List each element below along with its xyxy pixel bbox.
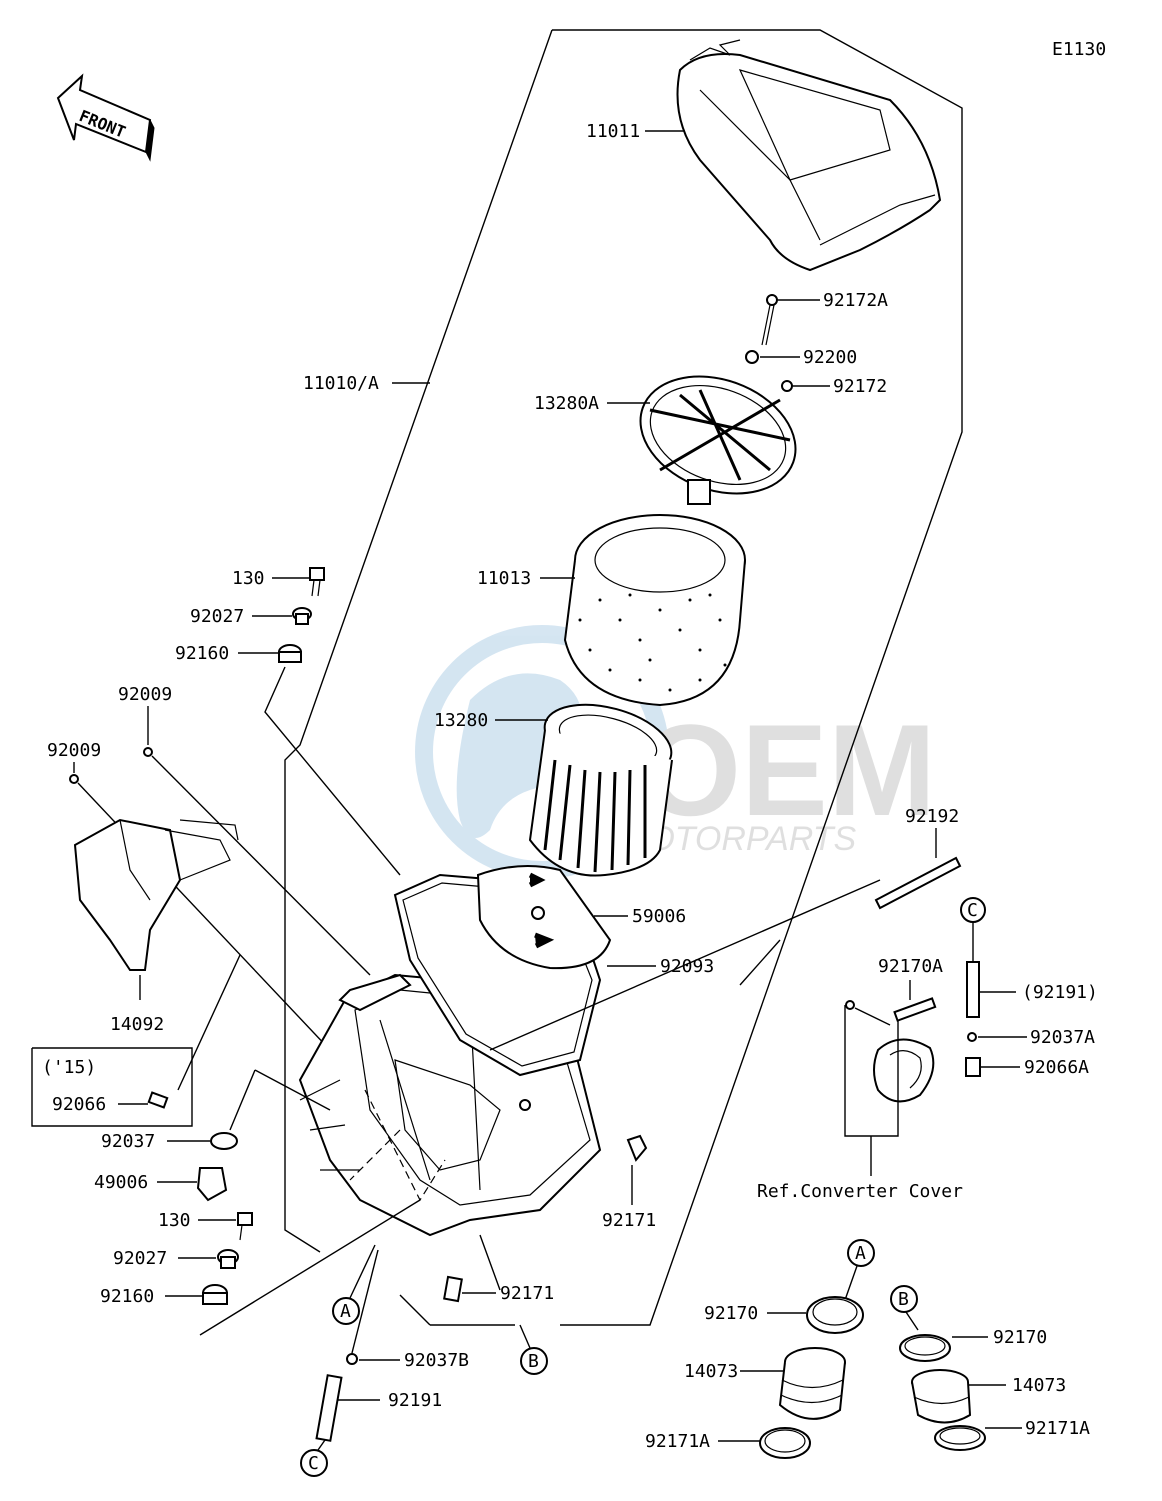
marker-a1-label: A: [340, 1301, 351, 1322]
callout-92171-right: 92171: [602, 1210, 656, 1231]
marker-b2: B: [890, 1285, 918, 1313]
callout-14092: 14092: [110, 1014, 164, 1035]
callout-92200: 92200: [803, 347, 857, 368]
assembly-outline: [552, 29, 963, 1326]
part-14092-duct: [73, 818, 239, 971]
watermark-brand: OEM: [640, 697, 936, 843]
marker-b2-label: B: [898, 1289, 909, 1310]
callout-14073-left: 14073: [684, 1361, 738, 1382]
callout-92191-ref: (92191): [1022, 982, 1098, 1003]
part-92170-clamp-right: [899, 1334, 951, 1362]
marker-b1: B: [520, 1347, 548, 1375]
callout-11013: 11013: [477, 568, 531, 589]
callout-92170-left: 92170: [704, 1303, 758, 1324]
part-92160-grommet-top: [278, 644, 302, 663]
part-92172-screw: [781, 380, 793, 392]
callout-92171-bottom: 92171: [500, 1283, 554, 1304]
part-59006-plate: [476, 865, 612, 970]
callout-13280A: 13280A: [534, 393, 599, 414]
callout-92170-right: 92170: [993, 1327, 1047, 1348]
marker-c1: C: [300, 1449, 328, 1477]
part-130-bolt-top: [309, 567, 325, 597]
callout-92160-bottom: 92160: [100, 1286, 154, 1307]
diagram-code: E1130: [1052, 39, 1106, 60]
part-14073-boot-right: [911, 1369, 972, 1424]
callout-92027-top: 92027: [190, 606, 244, 627]
part-14073-boot-left: [778, 1347, 846, 1420]
callout-49006: 49006: [94, 1172, 148, 1193]
part-13280-cage: [528, 703, 673, 877]
marker-a2-label: A: [855, 1243, 866, 1264]
part-92191-hose: [315, 1374, 343, 1442]
part-92009-screw-b: [69, 774, 79, 784]
callout-92172A: 92172A: [823, 290, 888, 311]
part-13280A-cage: [639, 375, 797, 505]
callout-92172: 92172: [833, 376, 887, 397]
callout-92037B: 92037B: [404, 1350, 469, 1371]
part-92191-hose-ref: [966, 961, 980, 1018]
callout-92171A-left: 92171A: [645, 1431, 710, 1452]
callout-130-bottom: 130: [158, 1210, 191, 1231]
year-note: ('15): [42, 1057, 96, 1078]
part-92171A-clamp-right: [934, 1425, 986, 1451]
marker-c2: C: [960, 897, 986, 923]
marker-a2: A: [847, 1239, 875, 1267]
callout-92066: 92066: [52, 1094, 106, 1115]
front-arrow-icon: FRONT: [56, 73, 155, 162]
part-92171-clamp-bottom: [443, 1275, 463, 1303]
part-92066-fitting: [147, 1091, 169, 1109]
part-92192-hose: [874, 856, 962, 910]
callout-92160-top: 92160: [175, 643, 229, 664]
part-92027-collar-bottom: [217, 1249, 239, 1269]
callout-92192: 92192: [905, 806, 959, 827]
callout-92066A: 92066A: [1024, 1057, 1089, 1078]
part-92200-washer: [745, 350, 759, 364]
callout-130-top: 130: [232, 568, 265, 589]
part-92160-grommet-bottom: [202, 1284, 228, 1305]
callout-92171A-right: 92171A: [1025, 1418, 1090, 1439]
year-note-box: [31, 1047, 193, 1127]
marker-c2-label: C: [967, 900, 978, 921]
callout-92009-a: 92009: [118, 684, 172, 705]
marker-c1-label: C: [308, 1453, 319, 1474]
callout-92037: 92037: [101, 1131, 155, 1152]
callout-59006: 59006: [632, 906, 686, 927]
callout-92191: 92191: [388, 1390, 442, 1411]
part-92171A-clamp-left: [759, 1427, 811, 1459]
callout-14073-right-label: 14073: [1012, 1375, 1066, 1396]
part-11011-cover: [676, 39, 942, 272]
part-92037-clamp: [210, 1132, 238, 1150]
part-92027-collar-top: [292, 607, 312, 625]
part-92066A-fitting: [965, 1057, 981, 1077]
ref-note: Ref.Converter Cover: [757, 1181, 963, 1202]
part-92037B-clip: [346, 1353, 358, 1365]
callout-11011: 11011: [586, 121, 640, 142]
callout-11010A: 11010/A: [303, 373, 379, 394]
marker-a1: A: [332, 1297, 360, 1325]
callout-92009-b: 92009: [47, 740, 101, 761]
part-130-bolt-bottom: [237, 1212, 253, 1241]
part-92170A-clip: [893, 997, 937, 1022]
part-92172A-screw: [761, 294, 778, 346]
assembly-outline-left: [284, 29, 553, 1253]
callout-13280: 13280: [434, 710, 488, 731]
callout-92093: 92093: [660, 956, 714, 977]
part-92170-clamp-left: [806, 1296, 864, 1334]
marker-b1-label: B: [528, 1351, 539, 1372]
part-49006-valve: [196, 1167, 228, 1202]
part-11013-filter: [563, 514, 746, 707]
part-92009-screw-a: [143, 747, 153, 757]
callout-92170A: 92170A: [878, 956, 943, 977]
part-92171-clamp-right: [626, 1134, 648, 1162]
callout-92037A: 92037A: [1030, 1027, 1095, 1048]
callout-92027-bottom: 92027: [113, 1248, 167, 1269]
part-converter-cover: [873, 1038, 935, 1103]
part-92037A-clip: [967, 1032, 977, 1042]
